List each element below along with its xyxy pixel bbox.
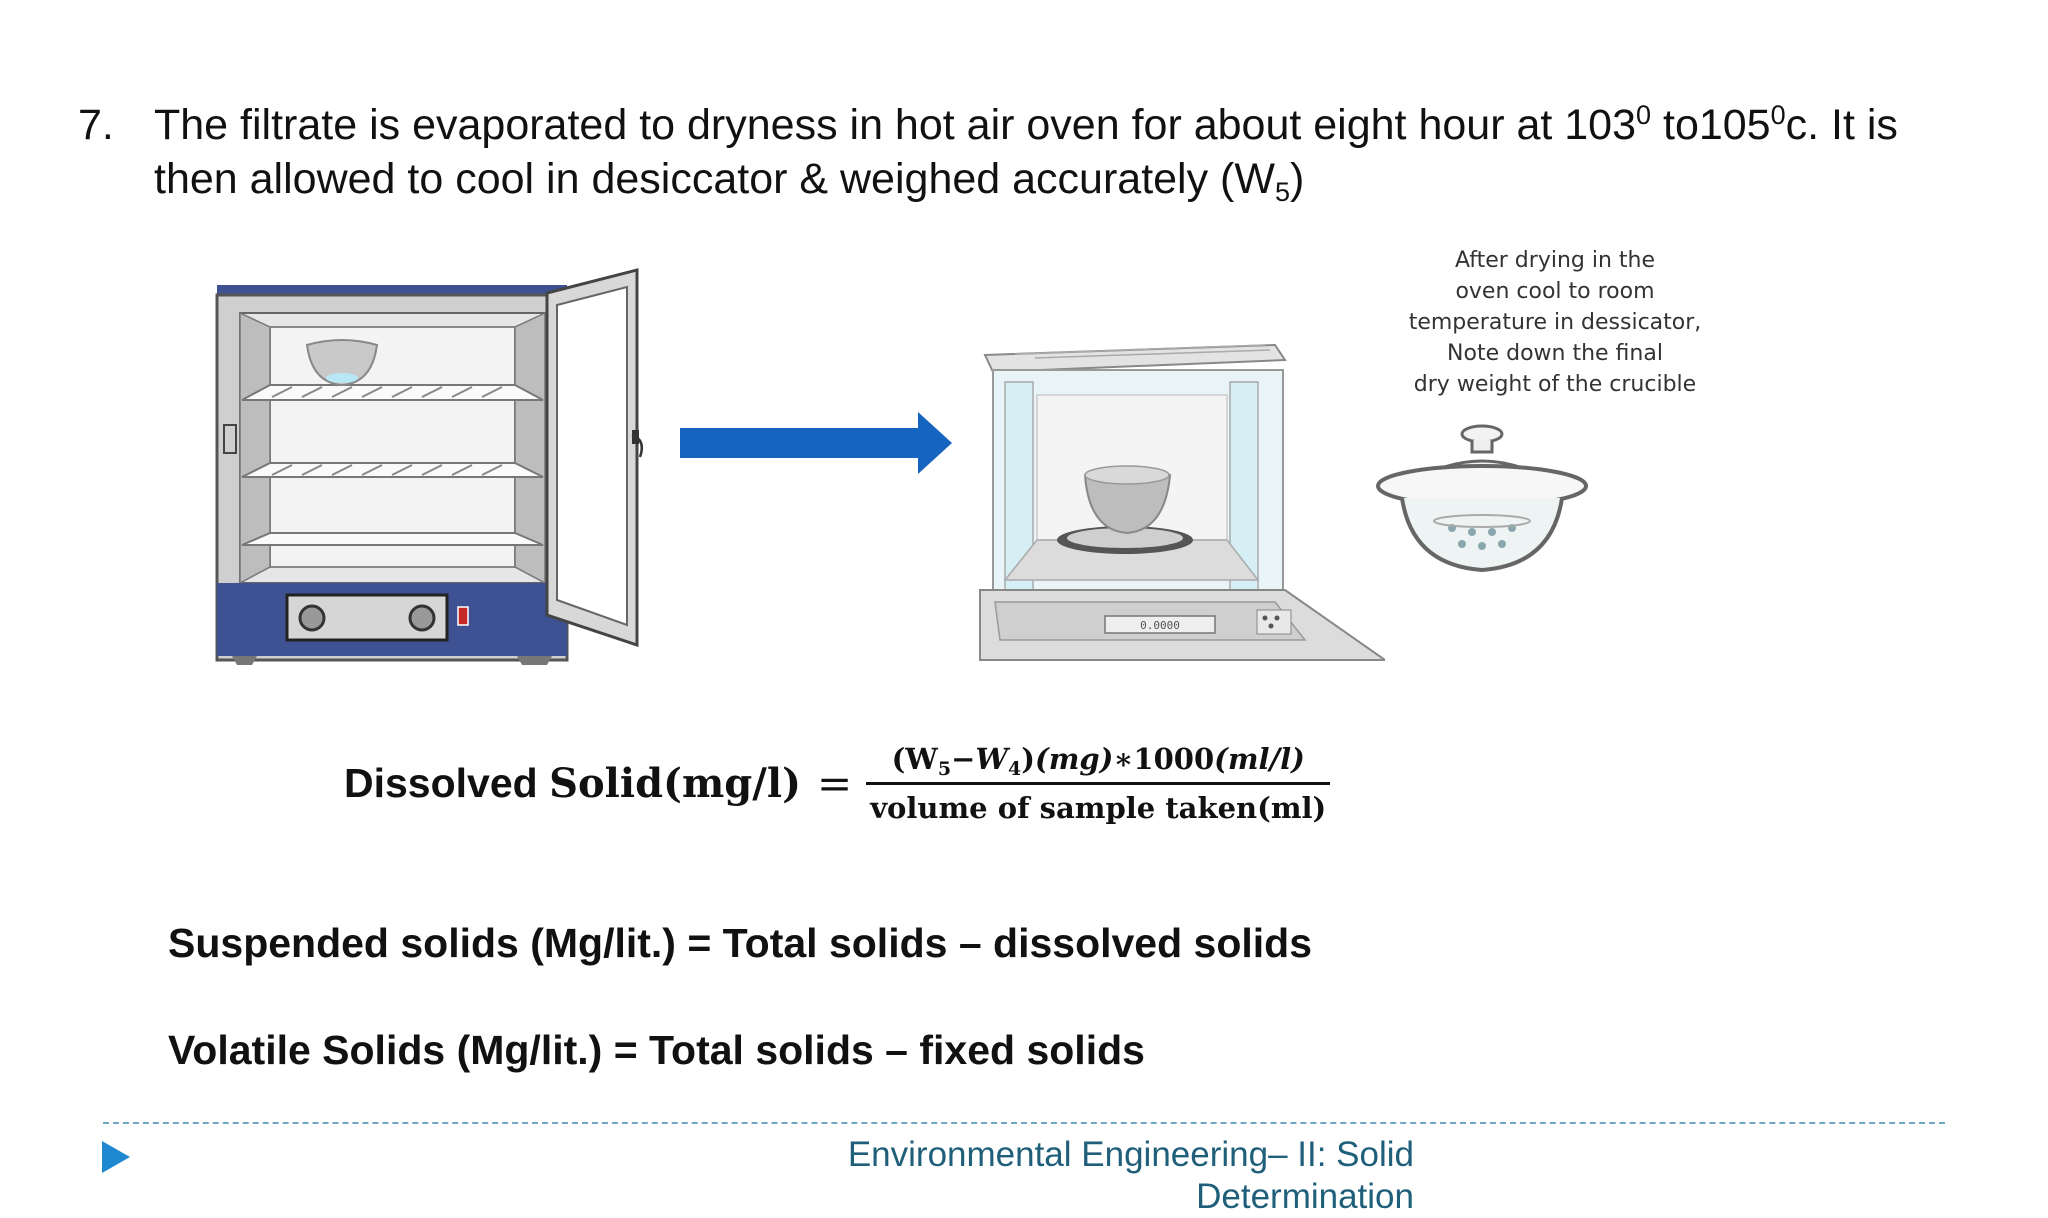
note-line: Note down the final <box>1447 341 1663 366</box>
degree-sup: 0 <box>1636 100 1652 130</box>
step-text-d: ) <box>1290 155 1305 203</box>
note-line: temperature in dessicator, <box>1408 310 1702 335</box>
footer-line: Environmental Engineering– II: Solid <box>847 1135 1414 1174</box>
dissolved-solid-formula: Dissolved Solid(mg/l) = (W5−W4)(mg)∗1000… <box>344 738 1331 828</box>
den-unit: (ml) <box>1257 790 1327 825</box>
num-minus: − <box>951 741 976 776</box>
formula-lhs-solid: Solid <box>549 759 664 807</box>
num-mult: ∗1000 <box>1113 741 1215 776</box>
formula-lhs-unit: (mg/l) <box>663 759 801 807</box>
step-number: 7. <box>78 101 114 149</box>
weight-subscript: 5 <box>1274 177 1290 207</box>
note-line: oven cool to room <box>1455 279 1655 304</box>
note-line: After drying in the <box>1454 248 1656 273</box>
fraction-bar <box>866 781 1331 785</box>
num-open: (W <box>891 741 938 776</box>
triangle-bullet-icon <box>102 1141 130 1173</box>
degree-sup: 0 <box>1770 100 1786 130</box>
num-close: ) <box>1021 741 1035 776</box>
num-w: W <box>975 741 1008 776</box>
den-text: volume of sample taken <box>870 790 1258 825</box>
step-text: The filtrate is evaporated to dryness in… <box>154 98 1974 206</box>
balance-icon: 0.0000 <box>979 343 1385 661</box>
step-text-c: c. It is then allowed to cool in desicca… <box>154 101 1898 203</box>
num-sub5: 5 <box>937 757 952 780</box>
arrow-right-icon <box>680 412 952 474</box>
num-sub4: 4 <box>1008 757 1022 780</box>
formula-denominator: volume of sample taken(ml) <box>866 785 1330 825</box>
step-text-b: to105 <box>1651 101 1771 149</box>
formula-equals: = <box>817 758 853 808</box>
formula-numerator: (W5−W4)(mg)∗1000(ml/l) <box>886 742 1311 782</box>
num-mg: (mg) <box>1034 741 1114 776</box>
note-line: dry weight of the crucible <box>1413 372 1697 397</box>
formula-fraction: (W5−W4)(mg)∗1000(ml/l) volume of sample … <box>866 742 1331 825</box>
formula-lhs-word: Dissolved <box>344 759 538 806</box>
balance-display: 0.0000 <box>1140 619 1180 632</box>
footer-divider <box>103 1122 1945 1124</box>
step-text-a: The filtrate is evaporated to dryness in… <box>154 101 1637 149</box>
oven-icon <box>215 268 643 665</box>
footer-title: Environmental Engineering– II: Solid Det… <box>760 1134 1414 1218</box>
volatile-solids-equation: Volatile Solids (Mg/lit.) = Total solids… <box>168 1027 1145 1073</box>
footer-line: Determination <box>1196 1177 1414 1216</box>
dessicator-icon <box>1376 424 1588 573</box>
formula-lhs: Dissolved Solid(mg/l) <box>344 760 801 807</box>
drying-note: After drying in the oven cool to room te… <box>1335 245 1775 400</box>
suspended-solids-equation: Suspended solids (Mg/lit.) = Total solid… <box>168 920 1313 966</box>
num-mll: (ml/l) <box>1214 741 1305 776</box>
